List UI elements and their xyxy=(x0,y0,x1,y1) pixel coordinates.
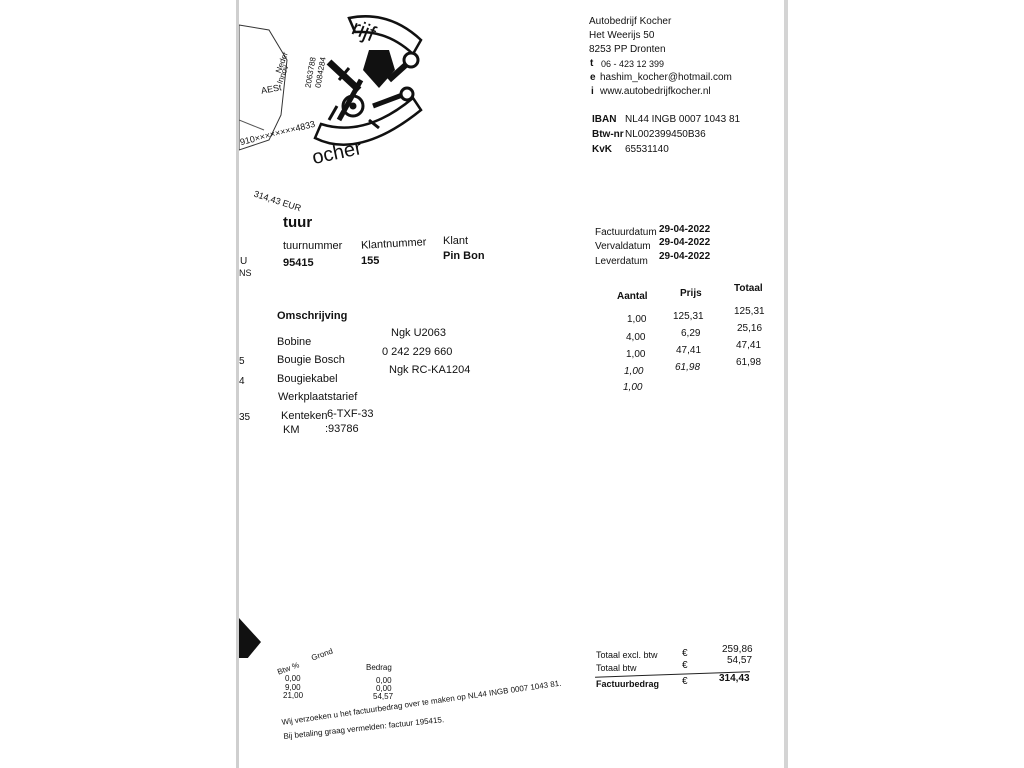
km-label: KM xyxy=(283,424,300,436)
grand-total-value: 314,43 xyxy=(719,673,750,684)
vat-row-1-pct: 0,00 xyxy=(285,674,301,683)
row-3-quantity: 1,00 xyxy=(626,349,646,360)
left-background xyxy=(0,0,237,768)
company-kvk: 65531140 xyxy=(625,144,669,155)
row-4-quantity: 1,00 xyxy=(624,366,644,377)
kvk-label: KvK xyxy=(592,144,613,155)
total-vat-currency: € xyxy=(682,660,688,671)
row-2-price: 6,29 xyxy=(681,328,701,339)
row-4-total: 61,98 xyxy=(736,357,762,368)
client-number: 155 xyxy=(361,255,380,267)
total-vat-label: Totaal btw xyxy=(596,663,637,673)
company-logo xyxy=(309,10,424,170)
total-excl-value: 259,86 xyxy=(722,644,753,655)
scrap-side-3: 5 xyxy=(239,356,245,367)
row-3-description: Bougiekabel xyxy=(277,373,338,385)
quantity-header: Aantal xyxy=(617,291,648,302)
row-2-quantity: 4,00 xyxy=(626,332,646,343)
row-1-total: 125,31 xyxy=(734,306,765,317)
delivery-date: 29-04-2022 xyxy=(659,251,711,262)
row-2-description: Bougie Bosch xyxy=(277,354,345,366)
receipt-scrap xyxy=(239,20,294,220)
vat-row-2-amount: 0,00 xyxy=(376,684,392,693)
row-5-quantity: 1,00 xyxy=(623,382,643,393)
row-4-description: Werkplaatstarief xyxy=(278,391,358,403)
plate-label: Kenteken : xyxy=(281,410,334,422)
description-header: Omschrijving xyxy=(277,310,348,322)
email-label: e xyxy=(590,72,596,83)
grand-total-label: Factuurbedrag xyxy=(596,679,660,689)
company-email: hashim_kocher@hotmail.com xyxy=(600,72,732,83)
row-2-code: 0 242 229 660 xyxy=(382,346,453,358)
client-number-label: Klantnummer xyxy=(360,236,427,252)
scrap-side-1: U xyxy=(240,256,248,267)
company-web: www.autobedrijfkocher.nl xyxy=(600,86,711,97)
due-date-label: Vervaldatum xyxy=(595,241,651,252)
price-header: Prijs xyxy=(680,288,702,299)
row-3-code: Ngk RC-KA1204 xyxy=(389,364,471,376)
piston-wrench-logo-icon xyxy=(313,15,423,146)
vat-base-header: Grond xyxy=(310,646,335,663)
total-vat-value: 54,57 xyxy=(727,655,753,666)
km-value: :93786 xyxy=(325,423,359,435)
company-btw: NL002399450B36 xyxy=(625,129,706,140)
scrap-side-2: NS xyxy=(239,268,252,278)
row-1-description: Bobine xyxy=(277,336,312,348)
total-header: Totaal xyxy=(734,283,763,294)
invoice-page: Neder Innov AESt 2063788 0084284 910××××… xyxy=(239,0,784,768)
page-edge-left xyxy=(236,0,239,768)
total-excl-currency: € xyxy=(682,648,688,659)
company-city: 8253 PP Dronten xyxy=(589,44,666,55)
vat-row-1-amount: 0,00 xyxy=(376,676,392,685)
vat-row-3-pct: 21,00 xyxy=(283,691,304,700)
delivery-date-label: Leverdatum xyxy=(595,256,648,267)
invoice-number: 95415 xyxy=(283,257,314,269)
row-2-total: 25,16 xyxy=(737,323,763,334)
receipt-scrap-shape-icon xyxy=(239,24,288,151)
page-edge-right xyxy=(784,0,788,768)
due-date: 29-04-2022 xyxy=(659,237,711,248)
row-3-total: 47,41 xyxy=(736,340,762,351)
company-name: Autobedrijf Kocher xyxy=(589,16,672,27)
torn-edge-shadow xyxy=(239,618,261,658)
row-3-price: 47,41 xyxy=(676,345,702,356)
row-1-price: 125,31 xyxy=(673,311,704,322)
btw-label: Btw-nr xyxy=(592,129,624,140)
scrap-side-4: 4 xyxy=(239,376,245,387)
web-label: i xyxy=(591,86,594,97)
company-iban: NL44 INGB 0007 1043 81 xyxy=(625,114,741,125)
scrap-side-5: 35 xyxy=(239,412,251,423)
vat-row-3-amount: 54,57 xyxy=(373,692,394,701)
row-1-code: Ngk U2063 xyxy=(391,327,447,339)
company-phone: 06 - 423 12 399 xyxy=(601,59,665,69)
invoice-date-label: Factuurdatum xyxy=(595,227,657,238)
invoice-number-label: tuurnummer xyxy=(283,240,343,252)
company-street: Het Weerijs 50 xyxy=(589,30,655,41)
row-4-price: 61,98 xyxy=(675,362,701,373)
phone-label: t xyxy=(590,58,594,69)
client-label: Klant xyxy=(443,235,469,247)
invoice-date: 29-04-2022 xyxy=(659,224,711,235)
total-excl-label: Totaal excl. btw xyxy=(596,650,658,660)
row-1-quantity: 1,00 xyxy=(627,314,647,325)
client-name: Pin Bon xyxy=(443,250,485,262)
iban-label: IBAN xyxy=(592,114,617,125)
vat-row-2-pct: 9,00 xyxy=(285,683,301,692)
invoice-title: tuur xyxy=(283,214,313,231)
plate-value: 6-TXF-33 xyxy=(327,408,374,420)
grand-total-currency: € xyxy=(682,676,688,687)
right-background xyxy=(788,0,1024,768)
vat-amount-header: Bedrag xyxy=(366,663,392,672)
